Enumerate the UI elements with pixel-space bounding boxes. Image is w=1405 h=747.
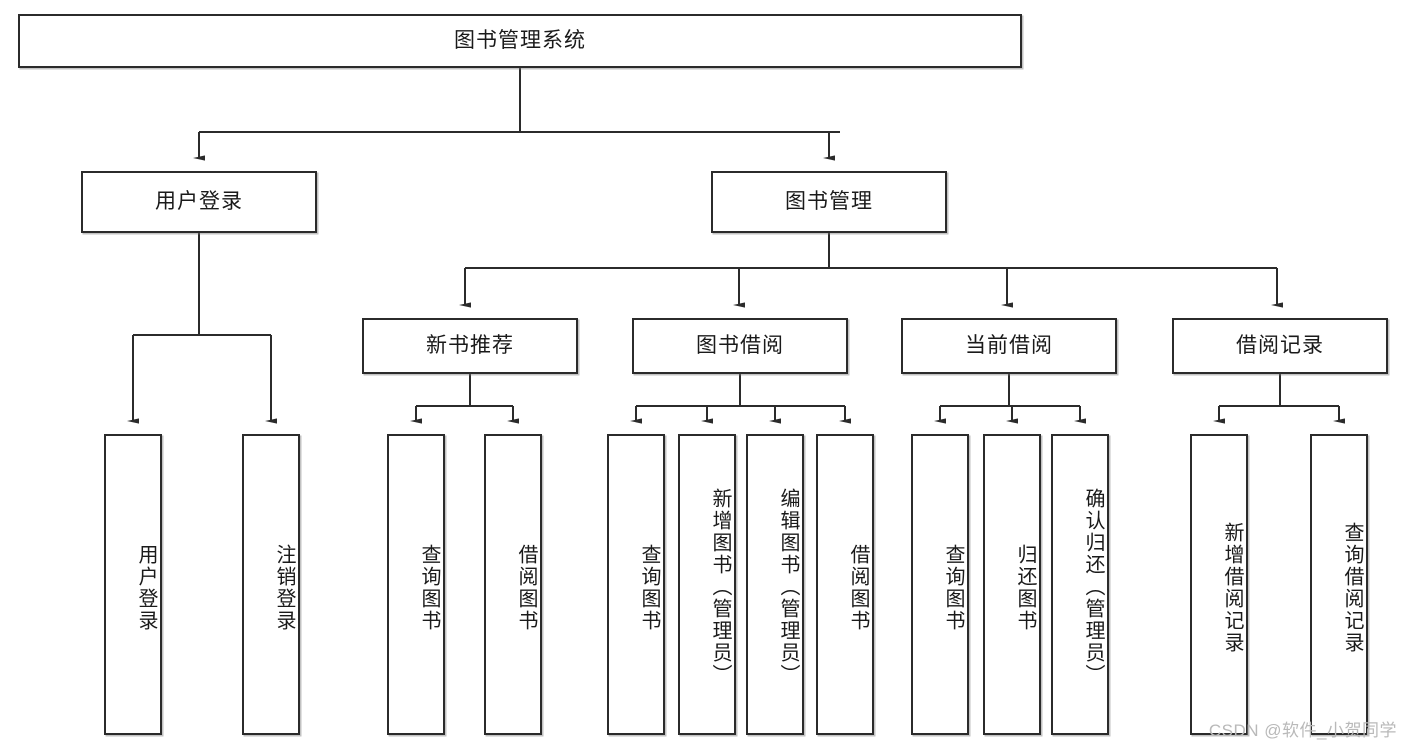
- node-borrow-record-label: 借阅记录: [1236, 334, 1324, 358]
- node-leaf-logout[interactable]: 注销登录: [242, 434, 300, 735]
- node-leaf-label: 查询借阅记录: [1341, 521, 1363, 654]
- node-new-book-recommend-label: 新书推荐: [426, 334, 514, 358]
- watermark-text: CSDN @软件_小贺同学: [1208, 721, 1397, 740]
- node-root-system[interactable]: 图书管理系统: [18, 14, 1022, 68]
- node-current-borrow[interactable]: 当前借阅: [901, 318, 1117, 374]
- node-book-management-label: 图书管理: [785, 190, 873, 214]
- node-leaf-label: 归还图书: [1014, 543, 1036, 632]
- node-leaf-borrow-book-newbook[interactable]: 借阅图书: [484, 434, 542, 735]
- node-user-login[interactable]: 用户登录: [81, 171, 317, 233]
- node-leaf-query-book-borrow[interactable]: 查询图书: [607, 434, 665, 735]
- node-current-borrow-label: 当前借阅: [965, 334, 1053, 358]
- node-leaf-edit-book-admin[interactable]: 编辑图书（管理员）: [746, 434, 804, 735]
- node-leaf-add-borrow-record[interactable]: 新增借阅记录: [1190, 434, 1248, 735]
- node-new-book-recommend[interactable]: 新书推荐: [362, 318, 578, 374]
- node-book-borrow[interactable]: 图书借阅: [632, 318, 848, 374]
- node-leaf-label: 确认归还（管理员）: [1082, 487, 1104, 686]
- node-leaf-label: 用户登录: [135, 543, 157, 632]
- node-leaf-label: 借阅图书: [515, 543, 537, 632]
- node-root-label: 图书管理系统: [454, 29, 586, 53]
- node-leaf-label: 编辑图书（管理员）: [777, 487, 799, 686]
- node-leaf-label: 新增图书（管理员）: [709, 487, 731, 686]
- node-book-management[interactable]: 图书管理: [711, 171, 947, 233]
- node-leaf-label: 注销登录: [273, 543, 295, 632]
- node-leaf-query-book-current[interactable]: 查询图书: [911, 434, 969, 735]
- node-leaf-label: 查询图书: [942, 543, 964, 632]
- node-leaf-label: 查询图书: [418, 543, 440, 632]
- node-leaf-borrow-book[interactable]: 借阅图书: [816, 434, 874, 735]
- node-leaf-label: 查询图书: [638, 543, 660, 632]
- node-leaf-confirm-return-admin[interactable]: 确认归还（管理员）: [1051, 434, 1109, 735]
- node-leaf-add-book-admin[interactable]: 新增图书（管理员）: [678, 434, 736, 735]
- node-user-login-label: 用户登录: [155, 190, 243, 214]
- node-leaf-query-book-newbook[interactable]: 查询图书: [387, 434, 445, 735]
- node-book-borrow-label: 图书借阅: [696, 334, 784, 358]
- node-borrow-record[interactable]: 借阅记录: [1172, 318, 1388, 374]
- node-leaf-label: 新增借阅记录: [1221, 521, 1243, 654]
- node-leaf-label: 借阅图书: [847, 543, 869, 632]
- node-leaf-query-borrow-record[interactable]: 查询借阅记录: [1310, 434, 1368, 735]
- node-leaf-user-login[interactable]: 用户登录: [104, 434, 162, 735]
- node-leaf-return-book[interactable]: 归还图书: [983, 434, 1041, 735]
